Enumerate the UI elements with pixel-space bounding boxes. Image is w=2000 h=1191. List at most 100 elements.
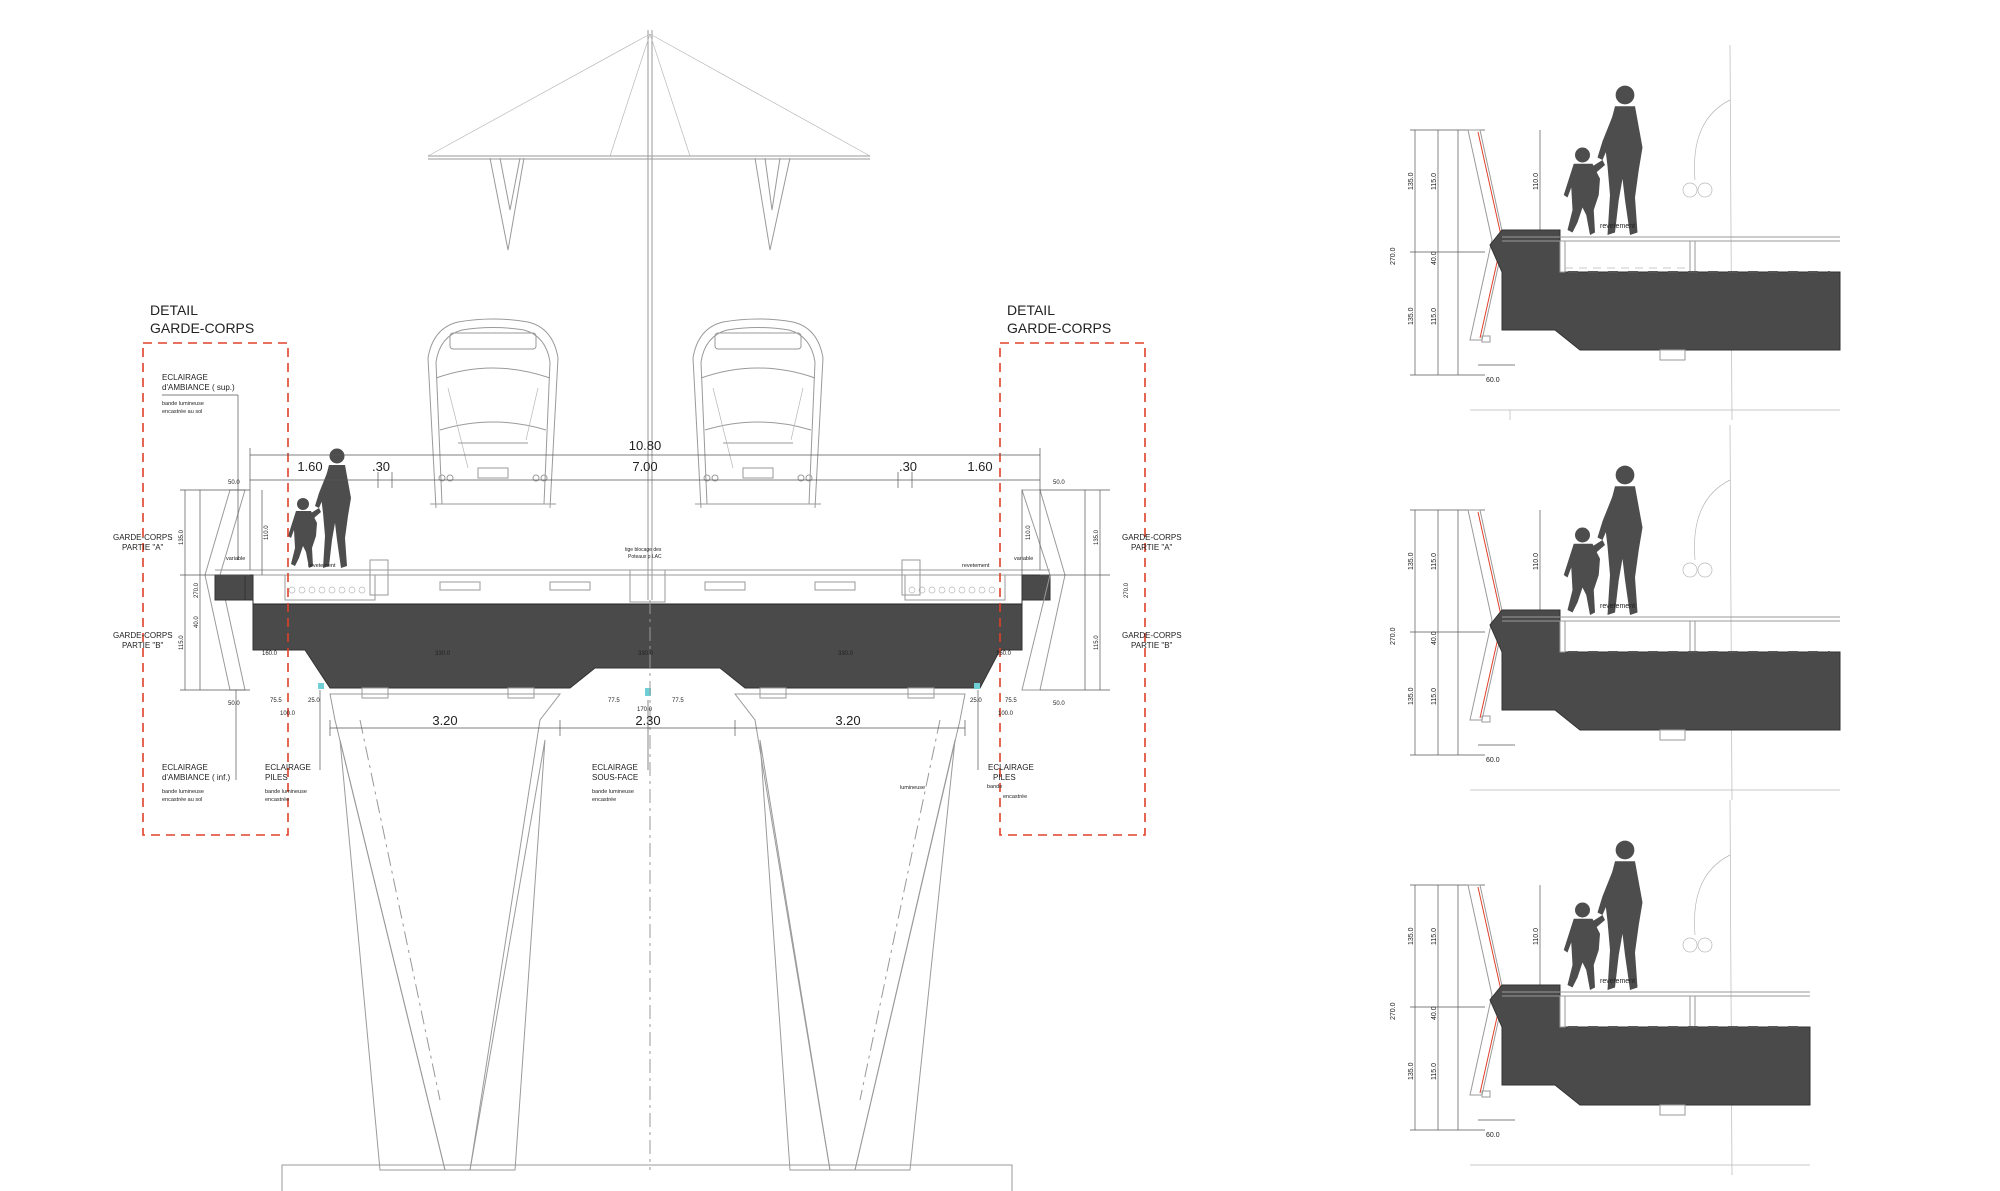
dim-100-right: 100.0 (998, 711, 1014, 717)
dim-right-110: 110.0 (1026, 525, 1032, 540)
detail2-40: 40.0 (1431, 631, 1438, 645)
dim-25-left: 25.0 (308, 698, 320, 704)
dim-100-left: 100.0 (280, 711, 296, 717)
garde-a-right-line1: GARDE-CORPS (1122, 533, 1182, 542)
eclairage-sous-face-note2: encastrée (592, 797, 616, 803)
led-strip-right (908, 586, 996, 594)
dim-right-50-bottom: 50.0 (1053, 701, 1065, 707)
deck-surface (215, 559, 1050, 603)
detail1-60: 60.0 (1486, 377, 1500, 384)
dim-track: 7.00 (632, 459, 657, 474)
detail3-60: 60.0 (1486, 1132, 1500, 1139)
foundation (281, 1164, 1013, 1191)
detail3-135a: 135.0 (1408, 927, 1415, 945)
dim-left-110: 110.0 (264, 525, 270, 540)
detail-section-1: revetement 135.0 115.0 110.0 40.0 270.0 … (1390, 44, 1841, 421)
eclairage-inf-line2: d'AMBIANCE ( inf.) (162, 773, 231, 782)
dim-right-135: 135.0 (1094, 529, 1100, 545)
deck-slab (214, 574, 1051, 689)
eclairage-sous-face-line1: ECLAIRAGE (592, 763, 638, 772)
garde-a-right-line2: PARTIE "A" (1131, 543, 1173, 552)
detail1-115a: 115.0 (1431, 173, 1438, 190)
dim-pier-left: 3.20 (432, 713, 457, 728)
detail1-270: 270.0 (1390, 247, 1397, 265)
detail1-135b: 135.0 (1408, 307, 1415, 325)
eclairage-inf-line1: ECLAIRAGE (162, 763, 208, 772)
eclairage-sous-face-line2: SOUS-FACE (592, 773, 638, 782)
garde-b-right-line1: GARDE-CORPS (1122, 631, 1182, 640)
dim-right-50-top: 50.0 (1053, 480, 1065, 486)
eclairage-piles-right-line2: PILES (993, 773, 1016, 782)
detail3-revetement: revetement (1600, 978, 1635, 985)
eclairage-piles-right-note2: encastrée (1003, 794, 1027, 800)
dim-total: 10.80 (629, 438, 662, 453)
main-section: 10.80 1.60 .30 7.00 .30 1.60 3.20 2.30 3… (113, 30, 1182, 1191)
variable-right: variable (1014, 556, 1033, 562)
detail3-135b: 135.0 (1408, 1062, 1415, 1080)
garde-a-left-line2: PARTIE "A" (122, 543, 164, 552)
dim-77-left: 77.5 (608, 698, 620, 704)
detail2-60: 60.0 (1486, 757, 1500, 764)
dim-right-270: 270.0 (1124, 582, 1130, 598)
detail2-135b: 135.0 (1408, 687, 1415, 705)
dim-left-walk: 1.60 (297, 459, 322, 474)
detail1-revetement: revetement (1600, 223, 1635, 230)
dim-330-left: 330.0 (435, 651, 451, 657)
tige-label-line1: tige blocage des (625, 547, 662, 553)
garde-a-left-line1: GARDE-CORPS (113, 533, 173, 542)
eclairage-sup-line2: d'AMBIANCE ( sup.) (162, 383, 235, 392)
detail-title-right-line2: GARDE-CORPS (1007, 320, 1111, 336)
eclairage-sup-note1: bande lumineuse (162, 401, 204, 407)
bottom-dimensions (329, 720, 966, 736)
detail-box-right (999, 342, 1146, 836)
dim-75-left: 75.5 (270, 698, 282, 704)
dim-75-right: 75.5 (1005, 698, 1017, 704)
detail1-135a: 135.0 (1408, 172, 1415, 190)
eclairage-sup-note2: encastrée au sol (162, 409, 202, 415)
garde-b-left-line1: GARDE-CORPS (113, 631, 173, 640)
pier-right (733, 693, 966, 1171)
detail3-115a: 115.0 (1431, 928, 1438, 945)
detail2-110: 110.0 (1533, 553, 1540, 570)
dim-77-right: 77.5 (672, 698, 684, 704)
tige-label-line2: Poteaux p LAC (628, 554, 662, 560)
bearings (318, 683, 980, 699)
dim-left-270: 270.0 (194, 582, 200, 598)
detail3-115b: 115.0 (1431, 1063, 1438, 1080)
detail-title-right-line1: DETAIL (1007, 302, 1055, 318)
dim-160-right: 160.0 (996, 651, 1012, 657)
eclairage-piles-left-note2: encastrée (265, 797, 289, 803)
eclairage-piles-left-line1: ECLAIRAGE (265, 763, 311, 772)
detail3-110: 110.0 (1533, 928, 1540, 945)
detail2-135a: 135.0 (1408, 552, 1415, 570)
detail1-40: 40.0 (1431, 251, 1438, 265)
detail1-110: 110.0 (1533, 173, 1540, 190)
dim-left-gap: .30 (372, 459, 390, 474)
dim-right-115: 115.0 (1094, 635, 1100, 650)
detail2-270: 270.0 (1390, 627, 1397, 645)
led-strip-left (288, 586, 366, 594)
dim-330-center: 330.0 (638, 651, 654, 657)
eclairage-piles-left-note1: bande lumineuse (265, 789, 307, 795)
label-eclairage-sup (162, 394, 239, 560)
detail2-revetement: revetement (1600, 603, 1635, 610)
rails (439, 581, 856, 591)
eclairage-inf-note1: bande lumineuse (162, 789, 204, 795)
dim-160-left: 160.0 (262, 651, 278, 657)
dim-170: 170.0 (637, 707, 653, 713)
top-dimensions (249, 448, 1041, 570)
pier-left (329, 693, 562, 1171)
detail-section-3: revetement 135.0 115.0 110.0 40.0 270.0 … (1390, 799, 1811, 1176)
detail-box-left (142, 342, 289, 836)
eclairage-sous-face-note1: bande lumineuse (592, 789, 634, 795)
vertical-dimensions (180, 489, 1110, 691)
detail1-115b: 115.0 (1431, 308, 1438, 325)
dim-pier-right: 3.20 (835, 713, 860, 728)
dim-right-walk: 1.60 (967, 459, 992, 474)
revetement-right: revetement (962, 563, 990, 569)
eclairage-piles-right-line1: ECLAIRAGE (988, 763, 1034, 772)
dim-left-50-top: 50.0 (228, 480, 240, 486)
detail3-270: 270.0 (1390, 1002, 1397, 1020)
dim-right-gap: .30 (899, 459, 917, 474)
